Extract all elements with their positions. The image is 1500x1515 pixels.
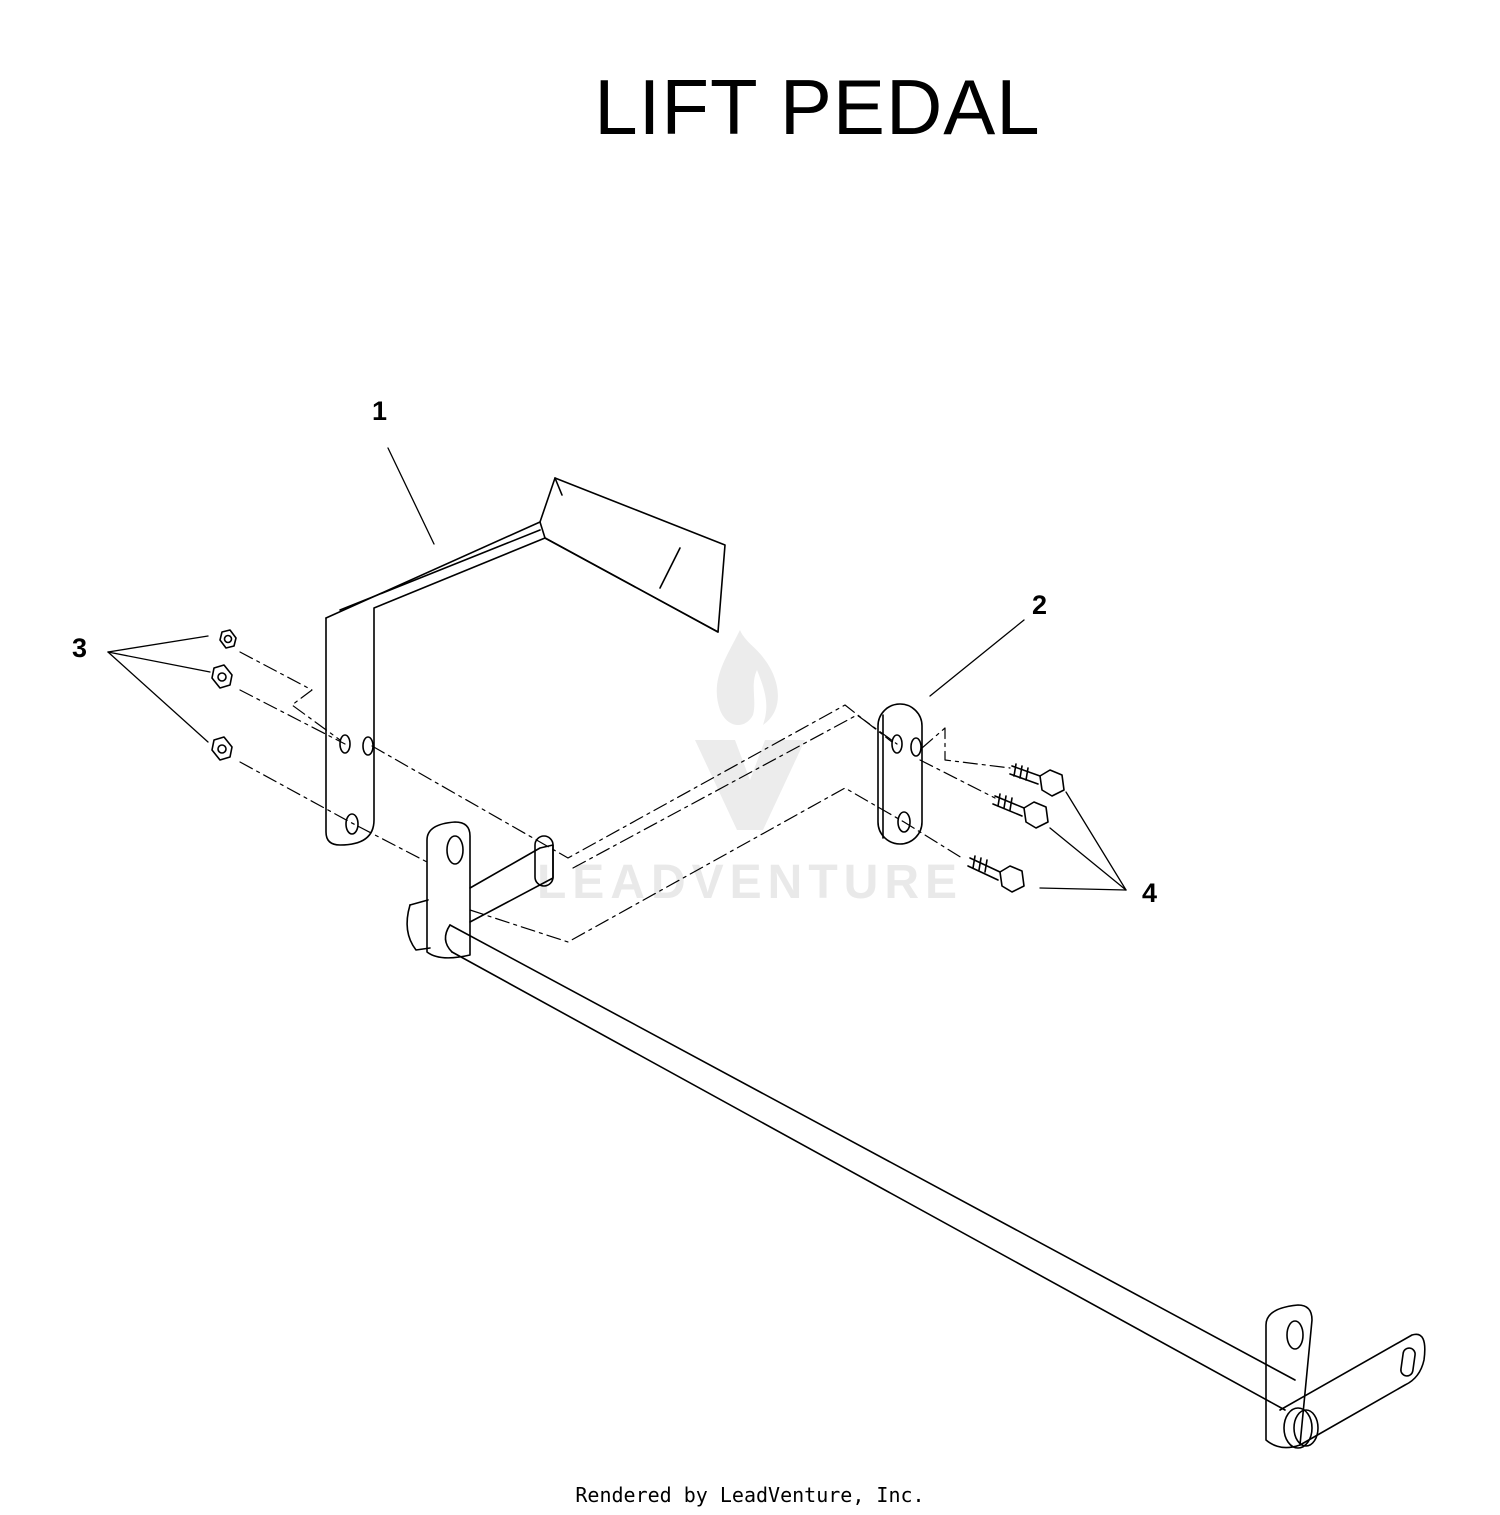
lift-pedal-part: [325, 477, 726, 846]
callout-2: 2: [1032, 590, 1048, 620]
footer-credit: Rendered by LeadVenture, Inc.: [575, 1483, 925, 1507]
page-title: LIFT PEDAL: [594, 63, 1041, 151]
bolt-part: [967, 763, 1065, 893]
leader-lines: [107, 447, 1127, 891]
bracket-part: [877, 703, 923, 845]
callout-1: 1: [372, 396, 388, 426]
nut-part: [211, 629, 237, 761]
watermark-text: LEADVENTURE: [536, 856, 964, 909]
callout-4: 4: [1142, 878, 1158, 908]
cross-shaft-part: [406, 821, 1426, 1449]
assembly-lines: [239, 651, 1011, 943]
callout-3: 3: [72, 633, 88, 663]
leadventure-logo-watermark: [695, 630, 805, 830]
